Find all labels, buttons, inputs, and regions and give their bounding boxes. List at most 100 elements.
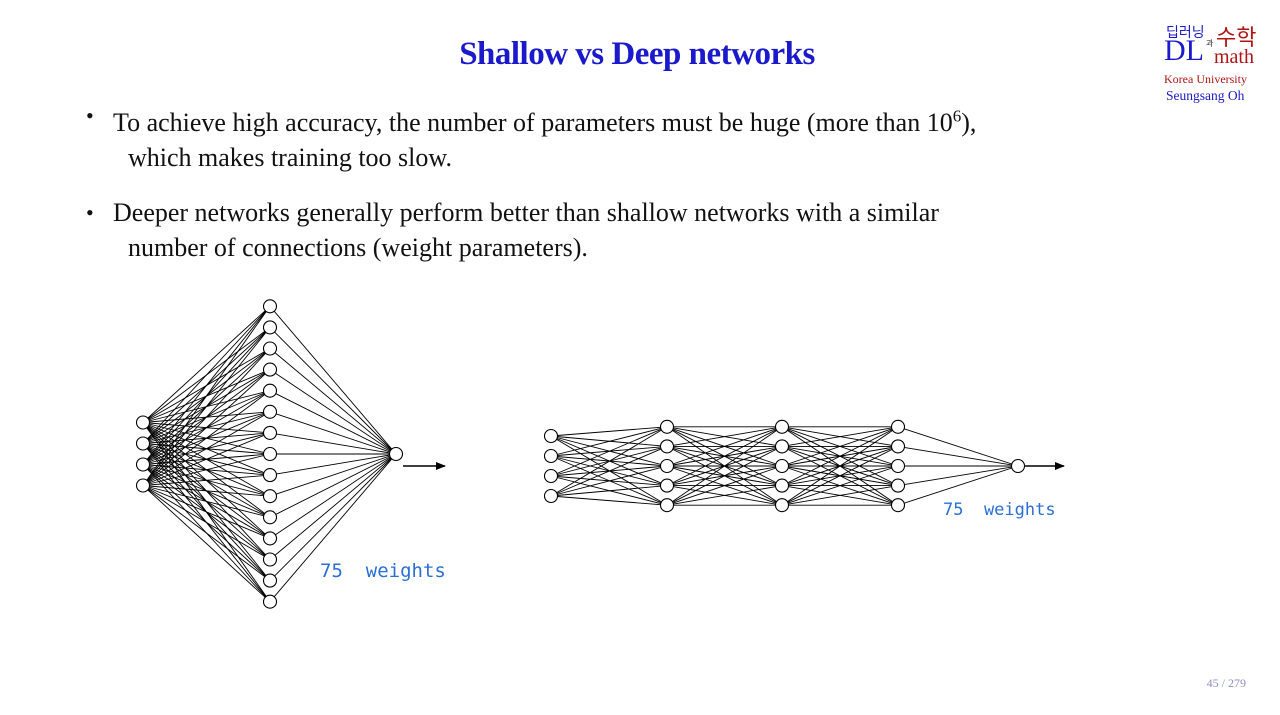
shallow-neuron-layer-1 xyxy=(135,457,151,472)
shallow-connection xyxy=(142,348,271,486)
bullet-item: • To achieve high accuracy, the number o… xyxy=(86,98,1136,175)
deep-connection xyxy=(550,426,668,437)
shallow-connection xyxy=(142,485,271,539)
shallow-connection xyxy=(269,453,397,518)
shallow-neuron-layer-2 xyxy=(262,320,278,335)
shallow-neuron-layer-1 xyxy=(135,436,151,451)
deep-connection xyxy=(666,485,783,506)
shallow-connection xyxy=(142,327,271,486)
shallow-neuron-layer-2 xyxy=(262,425,278,440)
deep-neuron-layer-2 xyxy=(659,498,675,513)
deep-weights-label: 75 weights xyxy=(943,500,1056,520)
bullet-continuation: number of connections (weight parameters… xyxy=(128,232,588,262)
shallow-connection xyxy=(142,485,271,581)
bullet-text: Deeper networks generally perform better… xyxy=(113,197,939,227)
deep-neuron-layer-5 xyxy=(1010,458,1026,474)
shallow-connection xyxy=(142,305,271,423)
bullet-item: • Deeper networks generally perform bett… xyxy=(86,195,1136,265)
deep-connection xyxy=(897,426,1019,467)
deep-connection xyxy=(781,426,899,447)
deep-connection xyxy=(666,445,783,506)
deep-connection xyxy=(897,465,1019,506)
deep-connection xyxy=(897,445,1019,467)
shallow-neuron-layer-2 xyxy=(262,510,278,525)
shallow-neuron-layer-2 xyxy=(262,468,278,483)
deep-connection xyxy=(781,426,899,506)
deep-neuron-layer-2 xyxy=(659,419,675,434)
shallow-connection xyxy=(142,485,271,497)
deep-connection xyxy=(550,465,668,497)
shallow-connection xyxy=(142,432,271,486)
shallow-connection xyxy=(142,485,271,518)
deep-connection xyxy=(666,426,783,506)
shallow-weights-label: 75 weights xyxy=(320,560,446,582)
page-number: 45 / 279 xyxy=(1206,676,1246,690)
shallow-connection xyxy=(269,306,397,455)
shallow-connection xyxy=(269,453,397,581)
shallow-neuron-layer-2 xyxy=(262,446,278,462)
shallow-connection xyxy=(142,305,271,444)
deep-connection xyxy=(666,465,783,506)
shallow-neuron-layer-2 xyxy=(262,341,278,356)
deep-neuron-layer-2 xyxy=(659,478,675,493)
shallow-network-diagram: 75 weights xyxy=(135,299,446,609)
bullet-continuation: which makes training too slow. xyxy=(128,142,452,172)
shallow-connection xyxy=(269,432,397,455)
shallow-neuron-layer-2 xyxy=(262,383,278,398)
deep-network-diagram: 75 weights xyxy=(543,419,1065,520)
slide-title: Shallow vs Deep networks xyxy=(459,36,815,72)
deep-connection xyxy=(550,426,668,477)
deep-connection xyxy=(781,426,899,467)
deep-neuron-layer-1 xyxy=(543,428,559,444)
shallow-neuron-layer-2 xyxy=(262,573,278,588)
deep-connection xyxy=(666,426,783,487)
deep-connection xyxy=(781,465,899,506)
shallow-connection xyxy=(142,306,271,486)
shallow-neuron-layer-2 xyxy=(262,362,278,377)
deep-connection xyxy=(550,485,668,497)
shallow-connection xyxy=(142,485,271,603)
logo-author: Seungsang Oh xyxy=(1166,88,1245,103)
deep-neuron-layer-3 xyxy=(774,419,790,434)
bullet-text: To achieve high accuracy, the number of … xyxy=(113,106,977,137)
bullet-dot: • xyxy=(86,103,94,128)
logo-dl: DL xyxy=(1164,34,1204,67)
deep-connection xyxy=(666,426,783,447)
shallow-connection xyxy=(269,453,397,560)
shallow-connection xyxy=(142,474,271,486)
logo-math: math xyxy=(1214,46,1254,68)
deep-neuron-layer-3 xyxy=(774,439,790,454)
shallow-connection xyxy=(269,453,397,476)
shallow-connection xyxy=(142,411,271,486)
logo-korean-and: 과 xyxy=(1206,39,1214,48)
shallow-connection xyxy=(269,453,397,539)
shallow-connection xyxy=(142,306,271,465)
deep-neuron-layer-1 xyxy=(543,468,559,484)
deep-neuron-layer-4 xyxy=(890,458,906,474)
deep-neuron-layer-2 xyxy=(659,439,675,454)
deep-neuron-layer-4 xyxy=(890,498,906,513)
deep-neuron-layer-4 xyxy=(890,419,906,434)
shallow-connection xyxy=(269,453,397,602)
shallow-neuron-layer-2 xyxy=(262,489,278,504)
exponent: 6 xyxy=(952,106,962,125)
deep-connection xyxy=(550,445,668,497)
deep-connection xyxy=(550,426,668,457)
shallow-neuron-layer-2 xyxy=(262,594,278,609)
shallow-neuron-layer-1 xyxy=(135,478,151,493)
shallow-connection xyxy=(269,411,397,455)
shallow-neuron-layer-2 xyxy=(262,552,278,567)
deep-neuron-layer-1 xyxy=(543,448,559,464)
deep-connection xyxy=(550,495,668,506)
bullet-list: • To achieve high accuracy, the number o… xyxy=(86,98,1136,285)
deep-connection xyxy=(781,445,899,506)
deep-neuron-layer-3 xyxy=(774,478,790,493)
shallow-connection xyxy=(142,390,271,486)
logo-university: Korea University xyxy=(1164,72,1247,86)
shallow-connection xyxy=(142,369,271,486)
deep-neuron-layer-3 xyxy=(774,458,790,474)
deep-connection xyxy=(550,426,668,497)
shallow-neuron-layer-2 xyxy=(262,531,278,546)
deep-connection xyxy=(781,485,899,506)
